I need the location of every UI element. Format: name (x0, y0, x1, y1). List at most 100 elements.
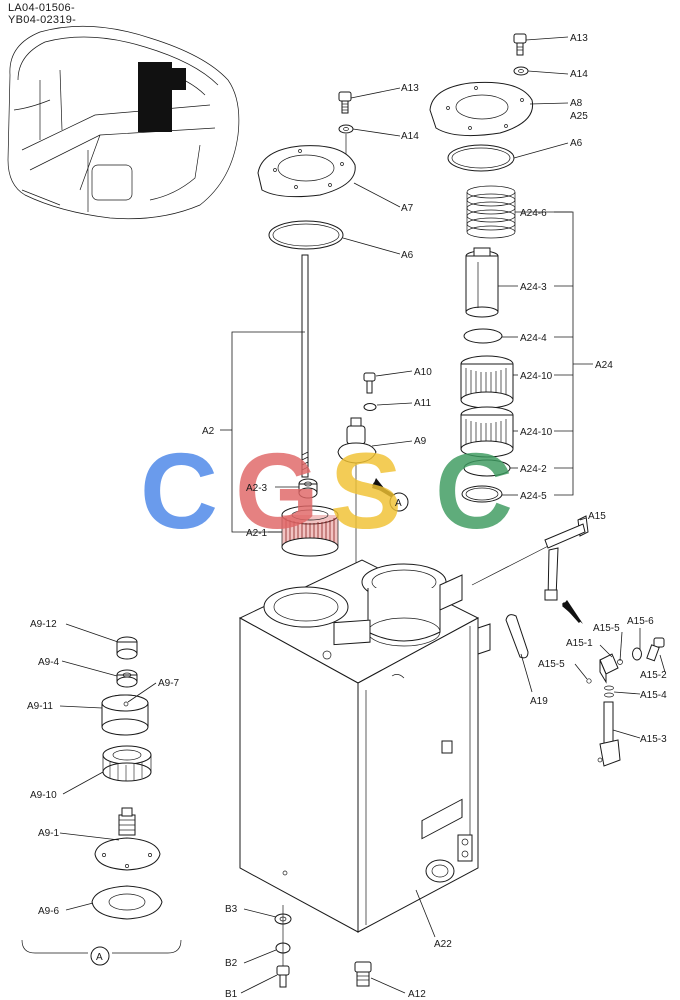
element-a24-3 (465, 247, 499, 318)
label-detail-a: A (96, 952, 103, 963)
hydraulic-tank-highlight (138, 62, 172, 132)
detail-view-a (21, 636, 182, 966)
oring-a6-right (447, 144, 515, 172)
label-a2: A2 (202, 426, 215, 437)
label-a24-2: A24-2 (520, 464, 547, 475)
rod-a2 (301, 254, 309, 478)
label-a24-10-lower: A24-10 (520, 427, 553, 438)
label-a14-right: A14 (570, 69, 588, 80)
bolt-a10 (363, 372, 376, 382)
left-cover-stack (257, 91, 356, 557)
gasket-a19 (505, 614, 529, 659)
oring-a6-left (268, 220, 344, 250)
view-a-marker (389, 492, 409, 512)
label-a24-3: A24-3 (520, 282, 547, 293)
label-b1: B1 (225, 989, 238, 1000)
leader-lines (59, 36, 666, 994)
machine-overview-thumbnail (7, 25, 240, 220)
label-a12: A12 (408, 989, 426, 1000)
spring-seat-a9-10 (102, 745, 152, 782)
label-a6-right: A6 (570, 138, 583, 149)
label-b3: B3 (225, 904, 238, 915)
label-a6-left: A6 (401, 250, 414, 261)
label-a24-4: A24-4 (520, 333, 547, 344)
label-a9-12: A9-12 (30, 619, 57, 630)
label-a13-left: A13 (401, 83, 419, 94)
label-a2-3: A2-3 (246, 483, 268, 494)
oring-a15-4-upper (604, 685, 614, 691)
label-b2: B2 (225, 958, 238, 969)
right-filter-stack (429, 33, 534, 503)
label-a14-left: A14 (401, 131, 419, 142)
cap-a9-12 (116, 636, 138, 660)
detail-bracket (21, 939, 182, 954)
label-a15-4: A15-4 (640, 690, 667, 701)
serial-range-1: LA04-01506- (8, 2, 75, 14)
oring-a15-5-b (586, 678, 592, 684)
bolt-a13-left (338, 91, 352, 114)
label-a15-5-lower: A15-5 (538, 659, 565, 670)
label-a9-4: A9-4 (38, 657, 60, 668)
serial-range-2: YB04-02319- (8, 14, 77, 26)
washer-a11 (363, 403, 377, 411)
drawing-serial-header: LA04-01506- YB04-02319- (8, 2, 76, 26)
tube-a15-3 (597, 701, 621, 767)
housing-a9-11 (101, 694, 149, 736)
gasket-a9-6 (91, 885, 163, 920)
watermark-letter-4: C (435, 430, 513, 551)
label-a9: A9 (414, 436, 427, 447)
label-a9-11: A9-11 (27, 701, 53, 712)
label-a9-10: A9-10 (30, 790, 57, 801)
label-a13-right: A13 (570, 33, 588, 44)
nut-a2-3 (298, 478, 318, 499)
bolt-a13-right (513, 33, 527, 56)
label-a25: A25 (570, 111, 588, 122)
ring-a24-5 (461, 485, 503, 503)
watermark-letter-2: G (235, 430, 319, 551)
label-a9-6: A9-6 (38, 906, 60, 917)
label-a15-2: A15-2 (640, 670, 667, 681)
label-a9-1: A9-1 (38, 828, 60, 839)
detail-a-circle (90, 946, 110, 966)
body-a9-1 (94, 807, 161, 871)
washer-a15-6 (632, 647, 642, 661)
spring-a24-6 (466, 185, 516, 239)
label-a11: A11 (414, 398, 431, 409)
washer-a14-left (338, 124, 354, 134)
label-a15-1: A15-1 (566, 638, 593, 649)
label-a22: A22 (434, 939, 452, 950)
watermark-letter-3: S (330, 430, 402, 551)
label-a7: A7 (401, 203, 414, 214)
label-a10: A10 (414, 367, 432, 378)
label-a15: A15 (588, 511, 606, 522)
oring-a24-4 (463, 328, 503, 344)
valve-a9-group (337, 372, 409, 650)
element-a24-10-lower (460, 406, 514, 458)
label-a24-5: A24-5 (520, 491, 547, 502)
hydraulic-tank-a22 (238, 539, 561, 933)
bolt-b-group (274, 905, 292, 988)
drain-plug-a12 (354, 961, 372, 987)
label-a24: A24 (595, 360, 613, 371)
label-a24-6: A24-6 (520, 208, 547, 219)
label-a19: A19 (530, 696, 548, 707)
watermark-logo: C G S C (140, 430, 513, 551)
cover-plate-a7 (257, 145, 356, 198)
level-gauge-a15 (544, 515, 665, 767)
oring-a15-4-lower (604, 692, 614, 698)
bolt-a15-2 (646, 637, 665, 662)
washer-a14-right (513, 66, 529, 76)
cover-plate-a8 (429, 81, 534, 137)
label-a8: A8 (570, 98, 583, 109)
label-a2-1: A2-1 (246, 528, 268, 539)
label-view-a: A (395, 498, 402, 509)
label-a24-10-upper: A24-10 (520, 371, 553, 382)
callout-labels: A13 A14 A7 A6 A13 A14 A8 A25 A6 A24-6 A2… (27, 33, 667, 1000)
label-a15-3: A15-3 (640, 734, 667, 745)
strainer-a2-1 (281, 505, 339, 557)
label-a9-7: A9-7 (158, 678, 180, 689)
element-a24-10-upper (460, 355, 514, 409)
nut-a9-4 (116, 669, 138, 688)
watermark-letter-1: C (140, 430, 218, 551)
